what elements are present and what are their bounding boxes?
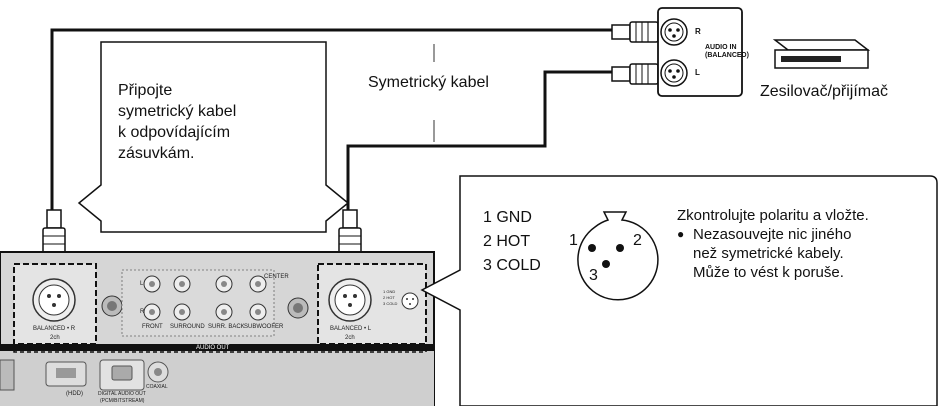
xlr-pin-diagram (577, 211, 659, 301)
amplifier-label: Zesilovač/přijímač (760, 83, 889, 100)
surround-label: SURROUND (170, 324, 205, 330)
r-label: R (140, 309, 145, 315)
amplifier-icon (772, 39, 871, 69)
xlr-plug-l (611, 63, 659, 85)
coaxial-label: COAXIAL (146, 384, 168, 390)
balanced-l-label: BALANCED • L (330, 326, 372, 332)
warning-line: Může to vést k poruše. (693, 264, 844, 281)
balanced-r-label: BALANCED • R (33, 326, 76, 332)
info-bubble (420, 175, 938, 406)
mini-pin-label: 2 HOT (383, 295, 395, 300)
center-label: CENTER (264, 274, 289, 280)
xlr-plug-r (611, 21, 659, 43)
hdd-label: (HDD) (66, 391, 83, 397)
pcm-label: (PCM/BITSTREAM) (100, 398, 145, 404)
warning-line: Nezasouvejte nic jiného (693, 226, 852, 243)
callout-line: zásuvkám. (118, 145, 195, 162)
mini-pin-label: 1 GND (383, 289, 396, 294)
ch-r-label: 2ch (50, 335, 60, 341)
callout-text: Připojte symetrický kabel k odpovídající… (118, 80, 236, 164)
front-label: FRONT (142, 324, 163, 330)
digital-out-label: DIGITAL AUDIO OUT (98, 391, 146, 397)
pin-number: 2 (633, 232, 642, 249)
jack-r-label: R (695, 27, 701, 36)
cable-left-channel-inner (351, 75, 612, 210)
cable-right-channel-inner (55, 33, 612, 210)
callout-line: Připojte (118, 82, 173, 99)
pin-legend-item: 1 GND (483, 209, 532, 226)
cable-label: Symetrický kabel (368, 74, 489, 91)
pin-legend-item: 3 COLD (483, 257, 541, 274)
xlr-jack-r (660, 18, 688, 46)
ch-l-label: 2ch (345, 335, 355, 341)
audio-in-label: AUDIO IN (705, 44, 737, 51)
instruction-line: Zkontrolujte polaritu a vložte. (677, 207, 869, 224)
audio-out-label: AUDIO OUT (196, 345, 230, 351)
mini-pin-label: 3 COLD (383, 301, 398, 306)
callout-line: k odpovídajícím (118, 124, 231, 141)
warning-line: než symetrické kabely. (693, 245, 844, 262)
pin-legend-item: 2 HOT (483, 233, 531, 250)
pin-number: 1 (569, 232, 578, 249)
device-rear-panel (0, 251, 435, 406)
bullet-icon: ● (677, 227, 685, 241)
subwoofer-label: SUBWOOFER (244, 324, 284, 330)
jack-l-label: L (695, 68, 700, 77)
instructions: Zkontrolujte polaritu a vložte. ● Nezaso… (677, 206, 869, 282)
callout-bubble (77, 41, 350, 233)
pin-legend: 1 GND 2 HOT 3 COLD (483, 206, 541, 278)
pin-number: 3 (589, 267, 598, 284)
l-label: L (140, 281, 144, 287)
xlr-jack-l (660, 59, 688, 87)
balanced-label: (BALANCED) (705, 52, 749, 59)
callout-line: symetrický kabel (118, 103, 237, 120)
surr-back-label: SURR. BACK (208, 324, 245, 330)
cable-left-channel (346, 70, 612, 210)
